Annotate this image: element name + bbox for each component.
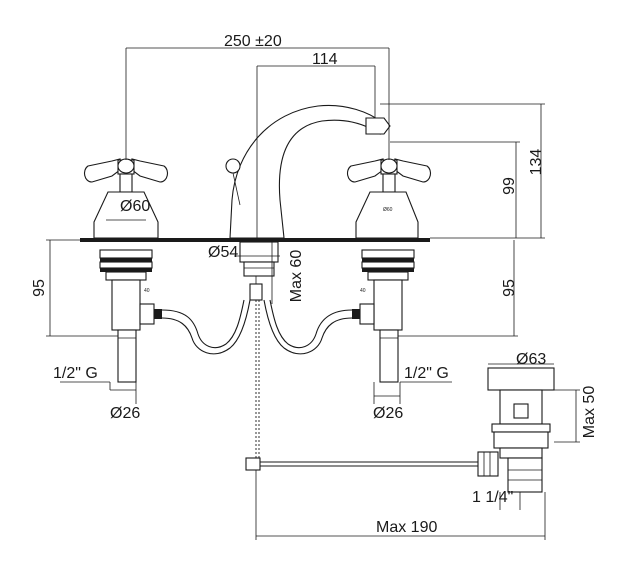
pop-up-rod (245, 300, 478, 471)
right-valve-mark: 40 (360, 288, 366, 294)
right-hose-connector (263, 299, 375, 355)
dim-valve-length-right: 95 (501, 279, 518, 297)
dim-spout-base-diameter: Ø54 (208, 244, 238, 261)
dim-centers: 250 ±20 (224, 33, 282, 50)
dim-max-pop-up-reach: Max 190 (376, 519, 437, 536)
deck-surface (80, 238, 430, 242)
pop-up-drain (477, 367, 555, 493)
left-handle-base (93, 191, 159, 239)
right-handle-base (355, 191, 419, 239)
dimension-lines (46, 47, 580, 540)
dim-spout-reach: 114 (312, 51, 338, 68)
dim-drain-flange-diameter: Ø63 (516, 351, 546, 368)
dim-max-deck-thickness: Max 60 (288, 250, 305, 303)
dim-handle-base-diameter: Ø60 (120, 198, 150, 215)
left-valve-mark: 40 (144, 288, 150, 294)
left-cross-handle (83, 158, 169, 193)
dim-drain-max-height: Max 50 (581, 386, 598, 439)
right-cross-handle (346, 158, 432, 193)
dim-tail-diameter-left: Ø26 (110, 405, 140, 422)
spout (225, 104, 391, 239)
dim-valve-length-left: 95 (31, 279, 48, 297)
dim-thread-left: 1/2" G (53, 365, 98, 382)
left-valve-body (99, 249, 153, 383)
dim-overall-height: 134 (528, 149, 545, 176)
right-valve-body (361, 249, 415, 383)
dim-drain-thread: 1 1/4" (472, 489, 513, 506)
dim-tail-diameter-right: Ø26 (373, 405, 403, 422)
dim-spout-height: 99 (501, 177, 518, 195)
spout-tail (239, 241, 279, 301)
right-handle-mark: Ø60 (383, 207, 393, 213)
dim-thread-right: 1/2" G (404, 365, 449, 382)
left-hose-connector (139, 299, 251, 355)
